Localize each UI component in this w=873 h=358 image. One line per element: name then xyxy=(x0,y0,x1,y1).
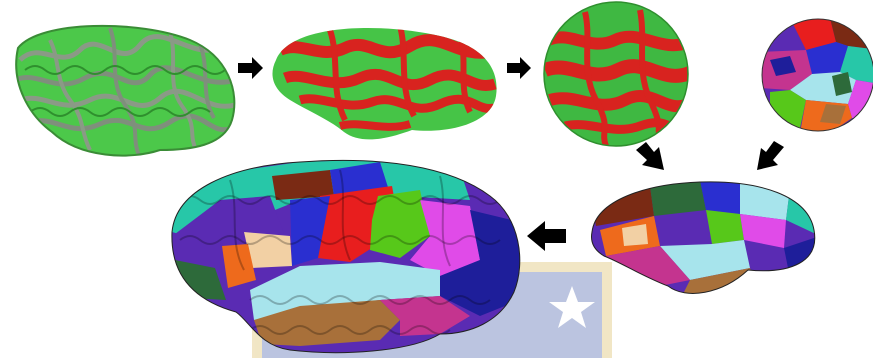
inflated-surface-brain xyxy=(260,10,510,160)
arrow-inflated-to-sphere xyxy=(507,57,531,79)
labeled-pial-surface-brain xyxy=(165,155,525,358)
arrow-pial-to-inflated xyxy=(238,57,263,79)
atlas-sphere xyxy=(760,18,873,133)
arrow-sphere-to-inflated-labels xyxy=(636,142,664,170)
pial-surface-brain xyxy=(0,0,250,170)
spherical-surface xyxy=(540,0,700,150)
arrow-inflated-labels-to-pial-labels xyxy=(527,221,566,251)
labeled-inflated-surface xyxy=(585,175,820,305)
arrow-atlas-to-inflated-labels xyxy=(757,141,784,170)
